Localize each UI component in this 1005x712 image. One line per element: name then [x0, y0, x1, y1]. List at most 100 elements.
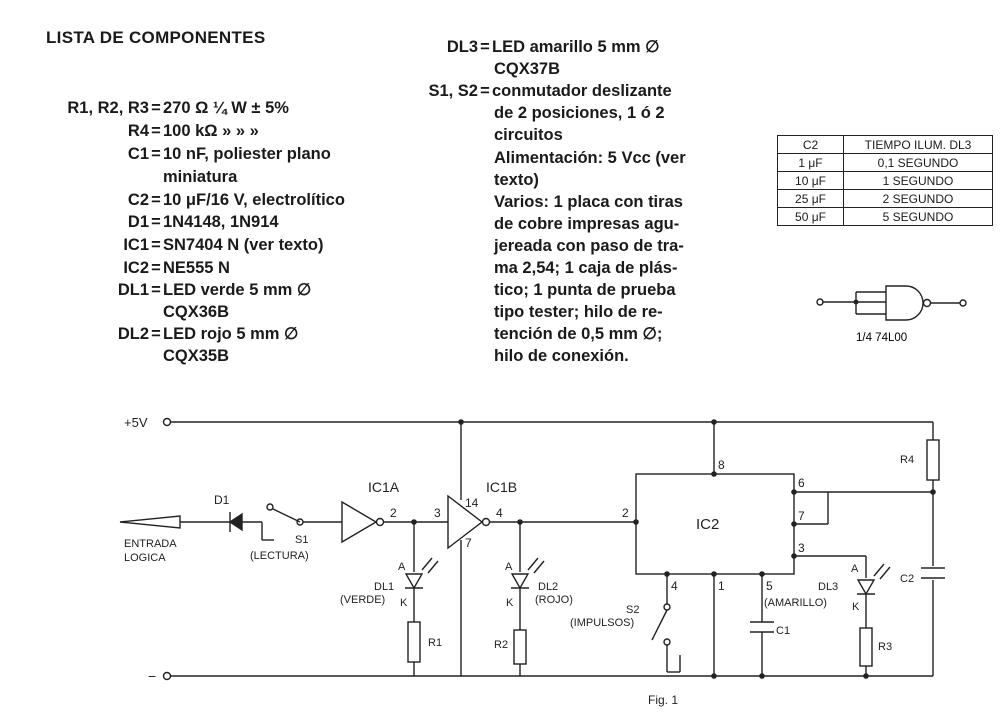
c2-label: C2 [900, 573, 914, 585]
text-line: tención de 0,5 mm ∅; [494, 325, 663, 343]
component-ref: DL2 [117, 325, 149, 343]
text-line: de cobre impresas agu- [494, 215, 680, 233]
component-ref: C1 [127, 145, 149, 163]
component-ref: IC2 [123, 259, 149, 277]
r3-label: R3 [878, 641, 892, 653]
component-ref: IC1 [123, 236, 149, 254]
component-ref: R4 [127, 122, 149, 140]
table-header-row: C2 TIEMPO ILUM. DL3 [777, 135, 993, 154]
dl3-label: DL3 [818, 581, 838, 593]
pin-label: 3 [798, 541, 805, 555]
amarillo-label: (AMARILLO) [764, 597, 827, 609]
nand-gate-diagram: 1/4 74L00 [816, 285, 967, 344]
ground-label: − [148, 668, 156, 684]
text-line: Alimentación: 5 Vcc (ver [494, 149, 686, 167]
component-value: conmutador deslizante [492, 82, 672, 100]
ic2-label: IC2 [696, 516, 719, 533]
component-value: 270 Ω ¼ W ± 5% [163, 99, 289, 117]
ic1a-label: IC1A [368, 479, 400, 495]
text-line: tico; 1 punta de prueba [494, 281, 676, 299]
text-line: Varios: 1 placa con tiras [494, 193, 683, 211]
plus5v-label: +5V [124, 415, 148, 430]
text-line: circuitos [494, 126, 563, 144]
table-cell: 50 μF [777, 207, 844, 226]
component-row: IC2=NE555 N [44, 257, 230, 280]
component-row: C1=10 nF, poliester plano [44, 143, 331, 166]
pin-label: 5 [766, 579, 773, 593]
component-value-cont: CQX35B [163, 347, 230, 365]
cathode-label: K [852, 601, 860, 613]
pin-label: 14 [465, 496, 479, 510]
component-ref: D1 [127, 213, 149, 231]
component-value-cont: CQX37B [494, 60, 561, 78]
pin-label: 7 [465, 536, 472, 550]
component-row: D1=1N4148, 1N914 [44, 211, 279, 234]
gate-caption: 1/4 74L00 [856, 332, 907, 344]
component-value: LED rojo 5 mm ∅ [163, 325, 299, 343]
component-value: 10 nF, poliester plano [163, 145, 331, 163]
s1-label: S1 [295, 534, 308, 546]
component-row: DL1=LED verde 5 mm ∅ [44, 279, 311, 302]
dl2-label: DL2 [538, 581, 558, 593]
component-row: R4=100 kΩ » » » [44, 120, 259, 143]
component-value: LED verde 5 mm ∅ [163, 281, 312, 299]
text-line: de 2 posiciones, 1 ó 2 [494, 104, 665, 122]
component-ref: R1, R2, R3 [67, 99, 149, 117]
lectura-label: (LECTURA) [250, 550, 309, 562]
pin-label: 4 [496, 506, 503, 520]
table-row: 50 μF 5 SEGUNDO [777, 207, 993, 226]
pin-label: 2 [622, 506, 629, 520]
input-label: LOGICA [124, 552, 166, 564]
component-value: SN7404 N (ver texto) [163, 236, 324, 254]
pin-label: 7 [798, 509, 805, 523]
text-line: tipo tester; hilo de re- [494, 303, 663, 321]
table-row: 10 μF 1 SEGUNDO [777, 171, 993, 190]
component-value: LED amarillo 5 mm ∅ [492, 38, 660, 56]
component-value-cont: miniatura [163, 168, 238, 186]
s2-label: S2 [626, 604, 639, 616]
component-row: S1, S2=conmutador deslizante [400, 80, 672, 103]
pin-label: 2 [390, 506, 397, 520]
component-row: IC1=SN7404 N (ver texto) [44, 234, 323, 257]
pin-label: 4 [671, 579, 678, 593]
c1-label: C1 [776, 625, 790, 637]
anode-label: A [505, 561, 513, 573]
table-header: TIEMPO ILUM. DL3 [843, 135, 993, 154]
component-row: C2=10 μF/16 V, electrolítico [44, 189, 345, 212]
component-value: NE555 N [163, 259, 230, 277]
pin-label: 3 [434, 506, 441, 520]
text-line: texto) [494, 171, 539, 189]
component-ref: DL1 [117, 281, 149, 299]
cathode-label: K [506, 597, 514, 609]
impulsos-label: (IMPULSOS) [570, 617, 634, 629]
d1-label: D1 [214, 493, 230, 507]
cathode-label: K [400, 597, 408, 609]
anode-label: A [851, 563, 859, 575]
r2-label: R2 [494, 639, 508, 651]
component-value: 1N4148, 1N914 [163, 213, 279, 231]
dl1-label: DL1 [374, 581, 394, 593]
input-label: ENTRADA [124, 538, 177, 550]
component-value: 10 μF/16 V, electrolítico [163, 191, 345, 209]
rojo-label: (ROJO) [535, 594, 573, 606]
component-value-cont: CQX36B [163, 303, 230, 321]
component-row: DL2=LED rojo 5 mm ∅ [44, 323, 299, 346]
component-ref: C2 [127, 191, 149, 209]
table-row: 25 μF 2 SEGUNDO [777, 189, 993, 208]
text-line: jereada con paso de tra- [494, 237, 684, 255]
ic1b-label: IC1B [486, 479, 517, 495]
verde-label: (VERDE) [340, 594, 385, 606]
figure-caption: Fig. 1 [648, 693, 678, 707]
text-line: ma 2,54; 1 caja de plás- [494, 259, 678, 277]
table-header: C2 [777, 135, 844, 154]
timing-table: C2 TIEMPO ILUM. DL3 1 μF 0,1 SEGUNDO 10 … [777, 135, 993, 226]
component-row: R1, R2, R3=270 Ω ¼ W ± 5% [44, 97, 289, 120]
table-cell: 1 μF [777, 153, 844, 172]
anode-label: A [398, 561, 406, 573]
r4-label: R4 [900, 454, 914, 466]
pin-label: 8 [718, 458, 725, 472]
r1-label: R1 [428, 637, 442, 649]
component-list-heading: LISTA DE COMPONENTES [46, 28, 266, 47]
table-cell: 5 SEGUNDO [843, 207, 993, 226]
